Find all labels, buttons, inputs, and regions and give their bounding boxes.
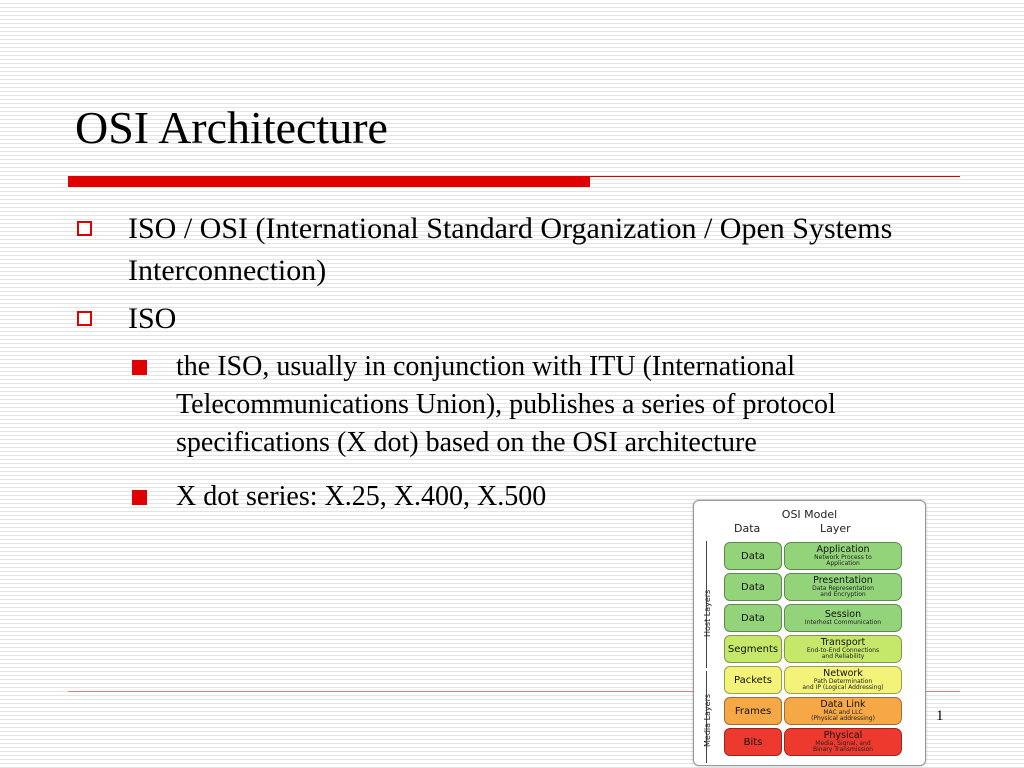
osi-layer-name: Network xyxy=(823,667,863,679)
slide-title: OSI Architecture xyxy=(75,102,388,153)
title-underline-thick xyxy=(68,176,590,187)
osi-data-unit: Data xyxy=(724,573,782,601)
filled-square-bullet-icon xyxy=(132,360,147,375)
osi-layer-name: Presentation xyxy=(813,574,873,586)
osi-data-unit: Data xyxy=(724,604,782,632)
slide-body: ISO / OSI (International Standard Organi… xyxy=(76,208,956,516)
title-underline-thin xyxy=(590,176,960,177)
sub-bullet-x-dot: X dot series: X.25, X.400, X.500 xyxy=(76,478,956,516)
osi-data-unit: Packets xyxy=(724,666,782,694)
sub-bullet-list: the ISO, usually in conjunction with ITU… xyxy=(76,348,956,516)
osi-layer-name: Data Link xyxy=(820,698,866,710)
footer-divider xyxy=(68,691,960,692)
osi-layer-name: Transport xyxy=(820,636,866,648)
osi-layer-description: Media, Signal, and Binary Transmission xyxy=(813,740,873,754)
osi-host-layers-label: Host Layers xyxy=(703,589,712,637)
filled-square-bullet-icon xyxy=(132,490,147,505)
bullet-iso-osi: ISO / OSI (International Standard Organi… xyxy=(76,208,956,292)
hollow-square-bullet-icon xyxy=(77,311,92,326)
sub-bullet-itu: the ISO, usually in conjunction with ITU… xyxy=(76,348,956,462)
bullet-iso: ISO xyxy=(76,298,956,340)
bullet-text: ISO / OSI (International Standard Organi… xyxy=(128,212,893,287)
osi-layer-name: Session xyxy=(824,608,862,620)
osi-media-layers-label: Media Layers xyxy=(703,693,712,747)
sub-bullet-text: the ISO, usually in conjunction with ITU… xyxy=(176,351,836,458)
osi-data-unit: Data xyxy=(724,542,782,570)
osi-layer-description: End-to-End Connections and Reliability xyxy=(806,647,880,661)
osi-media-layers-bracket: Media Layers xyxy=(703,671,717,763)
osi-layer-description: Interhost Communication xyxy=(804,619,882,627)
osi-data-unit: Bits xyxy=(724,728,782,756)
osi-layer-name: Physical xyxy=(823,729,863,741)
osi-data-unit: Frames xyxy=(724,697,782,725)
hollow-square-bullet-icon xyxy=(77,221,92,236)
osi-layer-description: Network Process to Application xyxy=(814,554,872,568)
osi-layer-description: Data Representation and Encryption xyxy=(812,585,874,599)
osi-column-header-data: Data xyxy=(734,522,761,535)
osi-data-unit: Segments xyxy=(724,635,782,663)
osi-host-layers-bracket: Host Layers xyxy=(703,541,717,668)
osi-layer-name: Application xyxy=(816,543,870,555)
osi-layer-description: Path Determination and IP (Logical Addre… xyxy=(802,678,884,692)
osi-model-figure: OSI Model Data Layer Host Layers Media L… xyxy=(693,500,926,766)
osi-layer-description: MAC and LLC (Physical addressing) xyxy=(811,709,875,723)
bullet-text: ISO xyxy=(128,302,177,335)
osi-column-header-layer: Layer xyxy=(820,522,851,535)
slide-number: 1 xyxy=(936,708,944,724)
sub-bullet-text: X dot series: X.25, X.400, X.500 xyxy=(176,481,547,512)
osi-figure-title: OSI Model xyxy=(781,508,838,521)
